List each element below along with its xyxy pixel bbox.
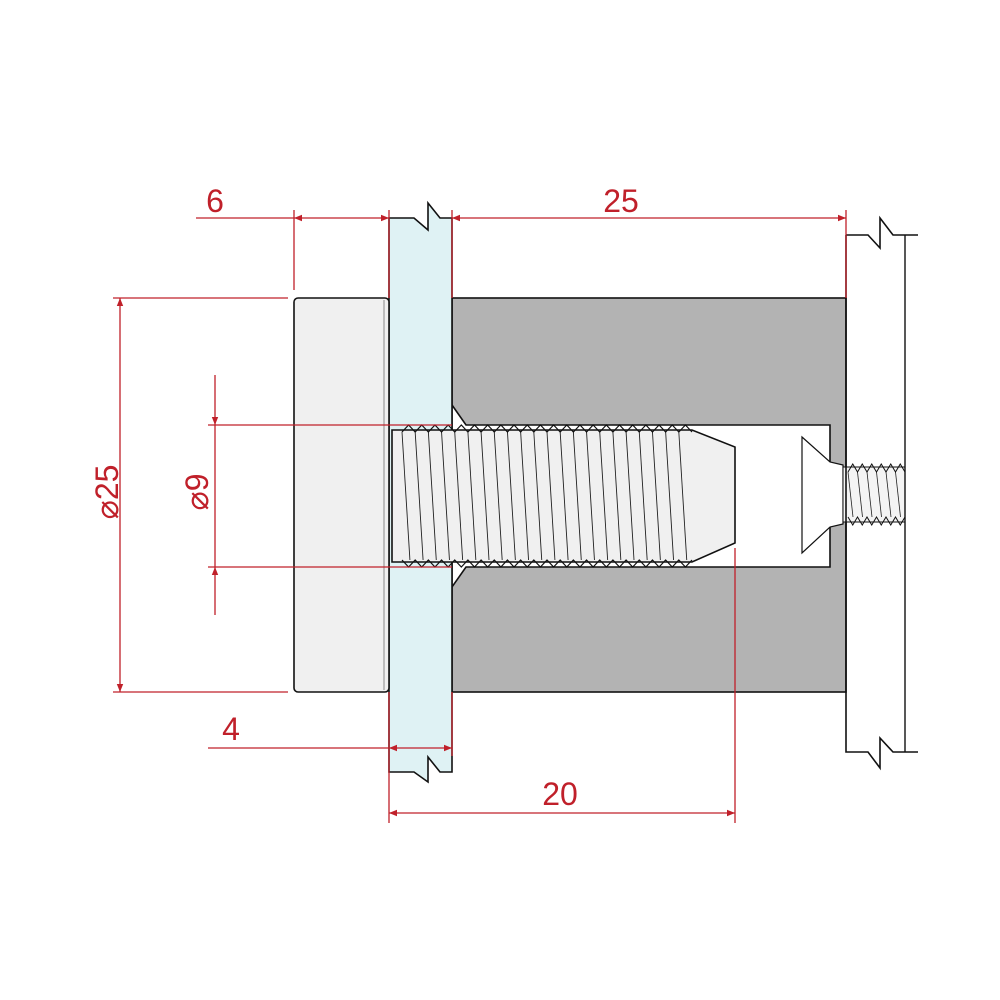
thread-line (493, 431, 503, 561)
dim-label-spacer-length: 25 (603, 183, 639, 219)
thread-line (625, 431, 635, 561)
thread-line (895, 471, 901, 518)
thread-line (441, 431, 450, 561)
thread-line (520, 431, 529, 561)
thread-line (638, 431, 648, 561)
thread-line (665, 431, 674, 561)
dim-label-cap-diameter: ⌀25 (89, 465, 125, 520)
thread-crest (401, 559, 693, 568)
thread-line (480, 431, 490, 561)
wall-outline (845, 215, 918, 771)
thread-line (467, 431, 477, 561)
cap-disc (293, 297, 390, 693)
thread-line (586, 431, 595, 561)
thread-crest (401, 424, 693, 433)
dim-label-glass-thickness: 4 (222, 711, 240, 747)
thread-crest (847, 516, 906, 526)
thread-line (866, 471, 873, 518)
thread-line (533, 431, 543, 561)
thread-line (652, 431, 661, 561)
thread-line (572, 431, 582, 561)
screw-thread (842, 463, 906, 526)
thread-line (857, 471, 863, 518)
thread-line (414, 431, 424, 561)
countersunk-screw-head (801, 435, 844, 555)
dim-label-bolt-diameter: ⌀9 (179, 473, 215, 510)
thread-line (599, 431, 609, 561)
thread-line (401, 431, 411, 561)
thread-line (678, 431, 688, 561)
thread-line (612, 431, 622, 561)
dim-label-cap-thickness: 6 (206, 183, 224, 219)
dim-label-thread-length: 20 (542, 776, 578, 812)
thread-line (427, 431, 437, 561)
thread-line (454, 431, 464, 561)
thread-crest (847, 463, 906, 473)
thread-line (507, 431, 516, 561)
thread-line (876, 471, 882, 518)
thread-line (559, 431, 569, 561)
thread-line (546, 431, 556, 561)
threaded-bolt (391, 424, 736, 568)
thread-line (847, 471, 854, 518)
bolt-body (391, 429, 736, 563)
thread-line (885, 471, 892, 518)
